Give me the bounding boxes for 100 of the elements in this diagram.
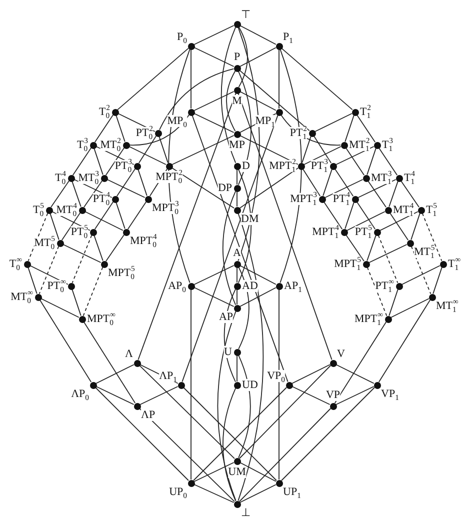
- node-dot: [276, 282, 282, 290]
- node-dot: [122, 228, 130, 236]
- node-dot: [384, 316, 392, 322]
- connector-line: [116, 114, 126, 142]
- node-dot: [234, 64, 240, 72]
- connector-line: [345, 147, 365, 176]
- connector-line: [346, 211, 386, 231]
- node-label: ⊤: [241, 9, 251, 21]
- dashed-line: [82, 266, 104, 316]
- connector-line: [238, 168, 252, 284]
- connector-line: [238, 365, 332, 459]
- connector-line: [127, 201, 147, 230]
- connector-line: [239, 168, 299, 208]
- connector-line: [240, 25, 276, 45]
- node-dot: [234, 304, 240, 312]
- connector-line: [336, 364, 374, 384]
- dashed-line: [38, 246, 60, 294]
- node-dot: [188, 282, 194, 290]
- connector-line: [281, 48, 353, 110]
- connector-line: [368, 244, 408, 263]
- node-dot: [90, 142, 96, 148]
- connector-line: [390, 298, 430, 318]
- connector-line: [410, 212, 420, 240]
- connector-line: [50, 212, 60, 240]
- connector-line: [72, 288, 82, 316]
- node-dot: [78, 316, 86, 322]
- node-dot: [78, 206, 86, 214]
- connector-line: [84, 211, 124, 231]
- connector-line: [62, 244, 102, 263]
- connector-line: [194, 287, 234, 307]
- node-label: V: [337, 348, 345, 360]
- node-label: VP$_{1}$: [381, 388, 399, 400]
- connector-line: [240, 287, 276, 307]
- connector-line: [236, 191, 238, 207]
- node-dot: [134, 360, 140, 366]
- connector-line: [138, 168, 148, 196]
- connector-line: [171, 167, 235, 209]
- connector-line: [140, 386, 178, 405]
- node-dot: [330, 360, 336, 366]
- connector-line: [194, 484, 234, 503]
- connector-line: [190, 289, 192, 480]
- connector-line: [194, 113, 234, 133]
- node-label: P: [234, 51, 240, 63]
- connector-line: [388, 180, 398, 208]
- connector-line: [238, 212, 264, 502]
- connector-line: [106, 179, 146, 198]
- connector-line: [322, 168, 332, 196]
- node-dot: [428, 294, 436, 300]
- connector-line: [281, 387, 375, 481]
- node-dot: [134, 402, 140, 410]
- connector-line: [226, 70, 236, 132]
- connector-line: [238, 26, 248, 88]
- node-dot: [188, 480, 194, 486]
- connector-line: [117, 48, 189, 110]
- node-label: AP$_{0}$: [168, 280, 186, 292]
- connector-line: [94, 148, 104, 176]
- node-dot: [112, 196, 118, 202]
- connector-line: [432, 266, 442, 294]
- node-dot: [100, 260, 108, 268]
- node-dot: [234, 20, 240, 28]
- node-dot: [234, 86, 240, 94]
- connector-line: [183, 387, 277, 481]
- connector-line: [389, 212, 409, 241]
- connector-line: [280, 48, 302, 284]
- node-dot: [34, 294, 42, 300]
- node-dot: [318, 196, 326, 202]
- node-label: MP$_{1}$: [255, 115, 275, 127]
- connector-line: [366, 234, 376, 262]
- node-dot: [56, 240, 64, 246]
- node-dot: [188, 108, 194, 116]
- node-dot: [234, 458, 240, 464]
- connector-line: [278, 289, 280, 480]
- node-dot: [396, 282, 402, 290]
- connector-line: [128, 146, 166, 165]
- connector-line: [292, 364, 330, 384]
- node-dot: [90, 228, 96, 236]
- node-dot: [276, 42, 282, 50]
- node-dot: [166, 162, 172, 170]
- node-dot: [362, 260, 370, 268]
- node-label: UP$_{1}$: [283, 486, 301, 498]
- node-dot: [286, 382, 292, 388]
- node-label: P$_{0}$: [177, 31, 187, 43]
- node-label: P$_{1}$: [283, 31, 293, 43]
- node-dot: [46, 206, 52, 214]
- connector-line: [236, 289, 238, 305]
- connector-line: [344, 114, 354, 142]
- connector-line: [194, 265, 234, 285]
- connector-line: [302, 136, 312, 164]
- connector-line: [182, 114, 278, 382]
- connector-line: [190, 49, 192, 109]
- node-dot: [298, 162, 304, 170]
- connector-line: [217, 310, 236, 502]
- connector-line: [240, 91, 276, 111]
- node-dot: [234, 130, 240, 138]
- node-dot: [340, 142, 348, 148]
- node-dot: [352, 108, 358, 116]
- node-dot: [352, 196, 358, 202]
- connector-line: [236, 169, 238, 185]
- connector-line: [378, 147, 398, 176]
- connector-line: [292, 386, 330, 405]
